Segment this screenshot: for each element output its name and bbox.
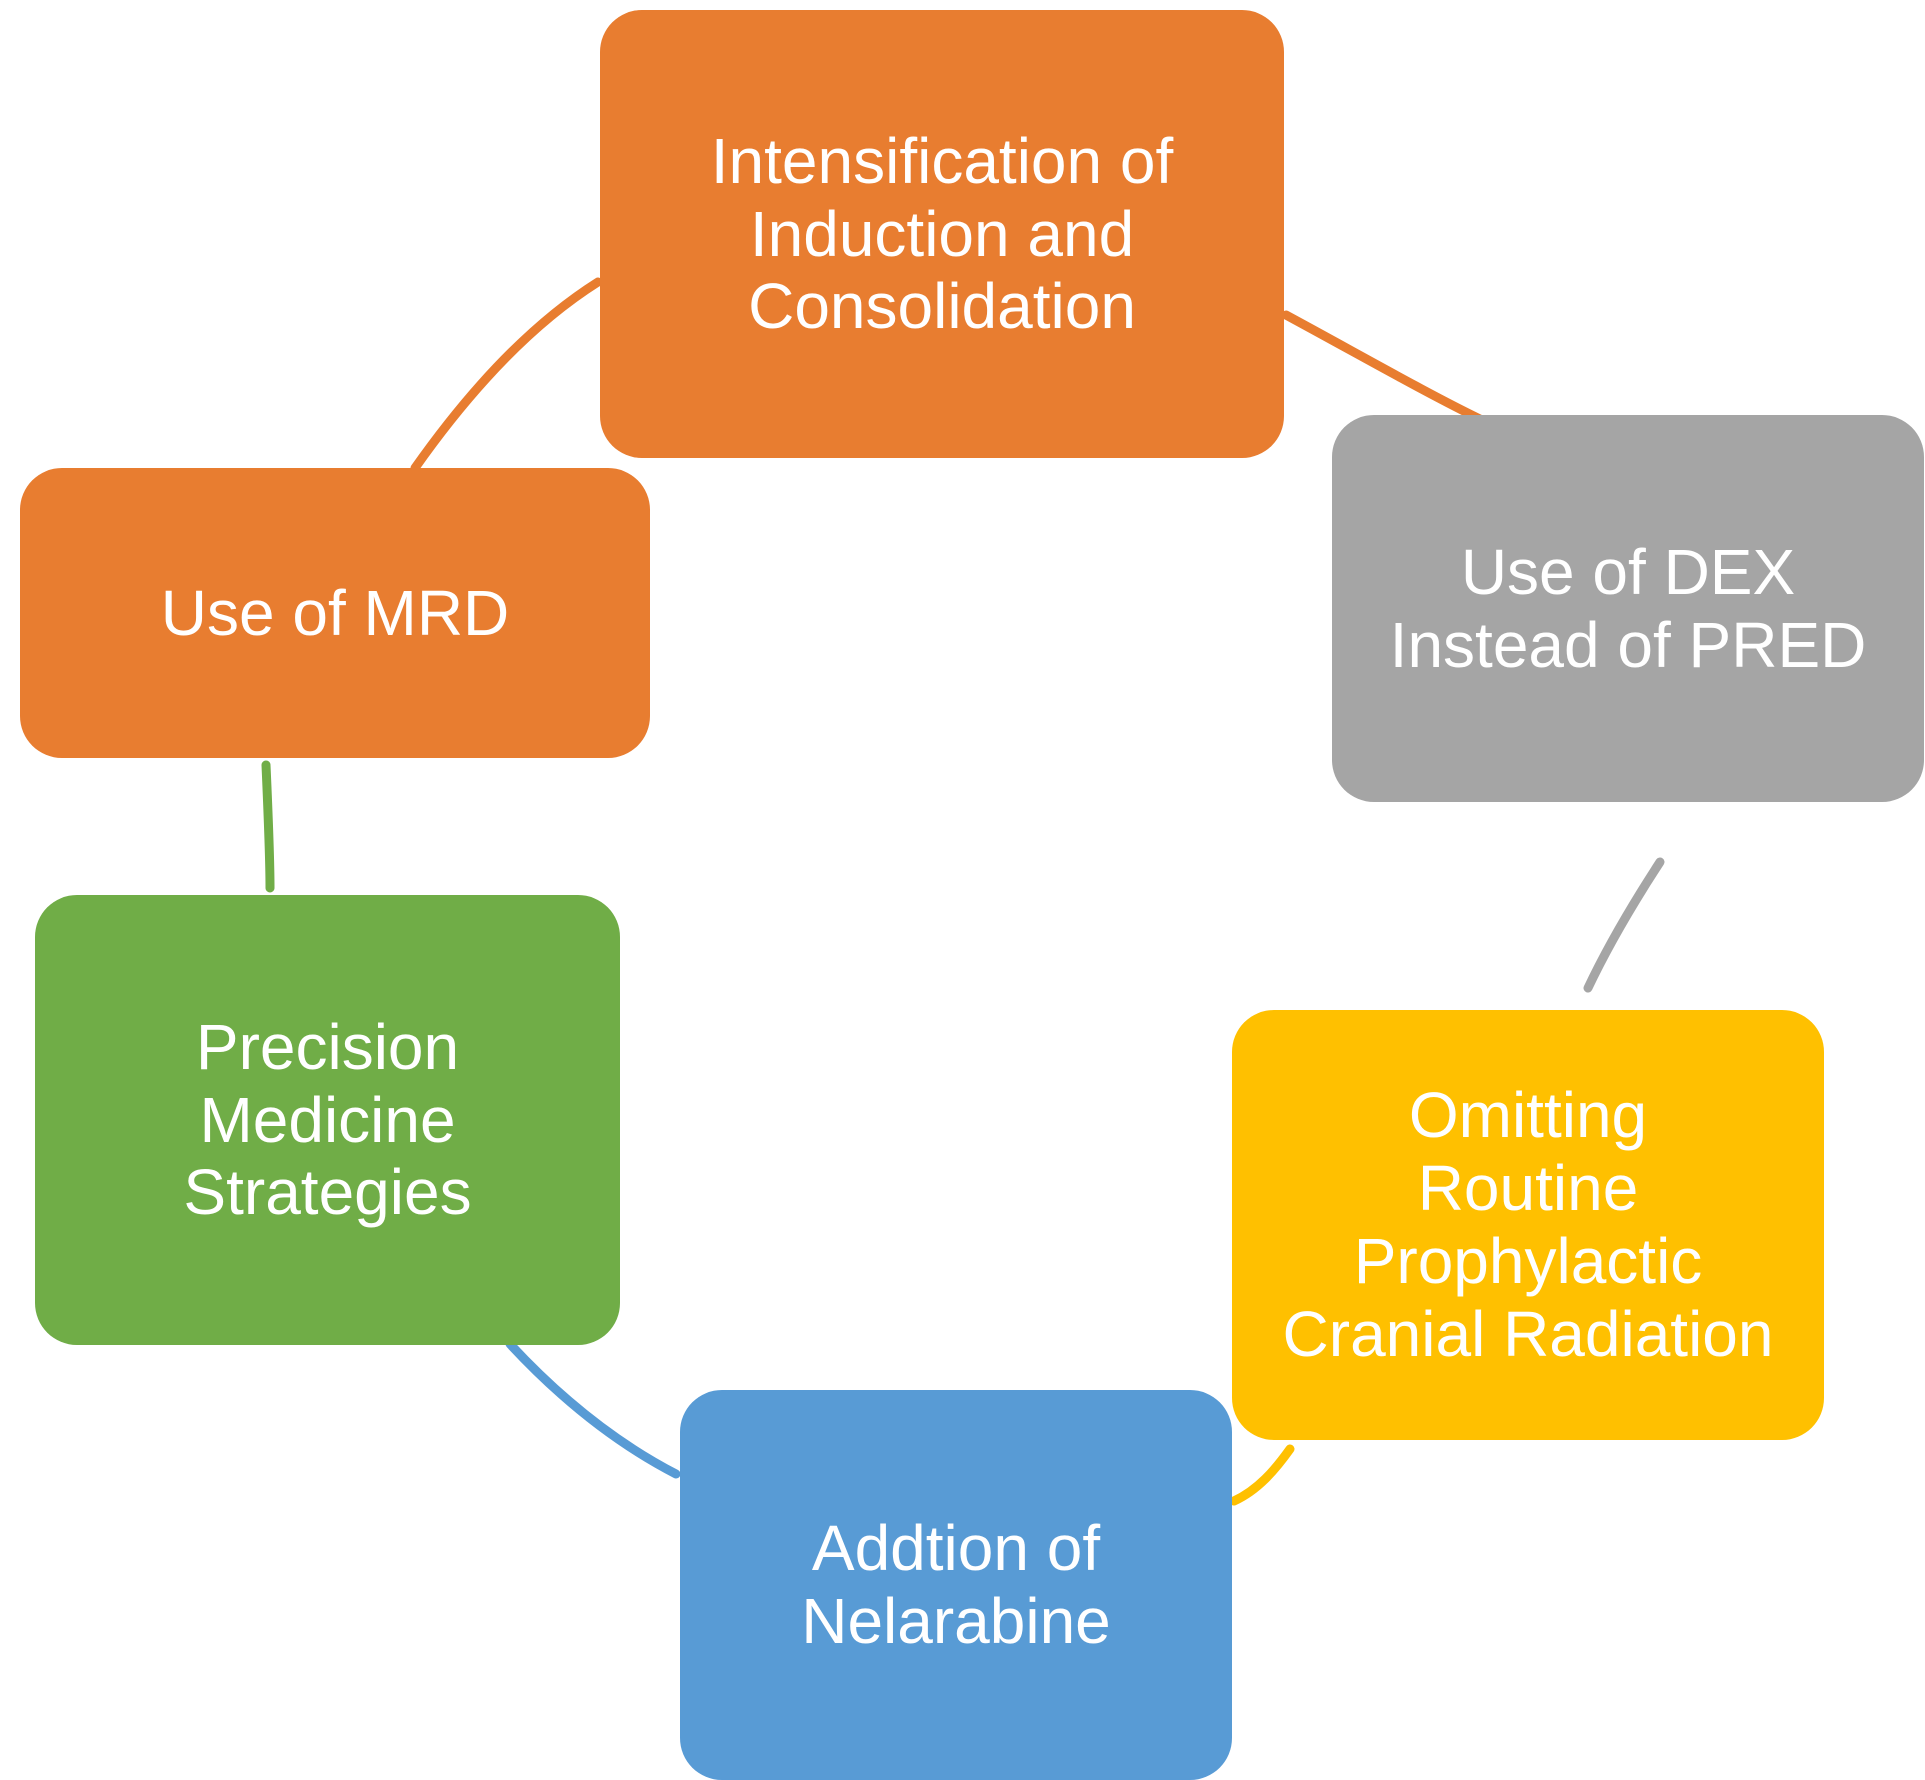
node-label: Omitting Routine Prophylactic Cranial Ra… [1282, 1079, 1774, 1370]
connector-nelarabine-to-precision [505, 1339, 681, 1479]
node-intensification-of-induction-and-consolidation[interactable]: Intensification of Induction and Consoli… [600, 10, 1284, 458]
connector-dex-to-omitting [1583, 857, 1665, 993]
node-precision-medicine-strategies[interactable]: Precision Medicine Strategies [35, 895, 620, 1345]
node-use-of-dex-instead-of-pred[interactable]: Use of DEX Instead of PRED [1332, 415, 1924, 802]
node-addtion-of-nelarabine[interactable]: Addtion of Nelarabine [680, 1390, 1232, 1780]
connector-intensification-to-dex [1281, 310, 1487, 425]
node-label: Precision Medicine Strategies [183, 1010, 472, 1229]
connector-omitting-to-nelarabine [1229, 1444, 1295, 1506]
node-label: Intensification of Induction and Consoli… [710, 124, 1174, 343]
node-label: Use of DEX Instead of PRED [1389, 535, 1867, 681]
connector-mrd-to-intensification [410, 277, 603, 473]
connector-precision-to-mrd [261, 760, 275, 893]
node-label: Addtion of Nelarabine [801, 1512, 1111, 1657]
node-omitting-routine-prophylactic-cranial-radiation[interactable]: Omitting Routine Prophylactic Cranial Ra… [1232, 1010, 1824, 1440]
node-use-of-mrd[interactable]: Use of MRD [20, 468, 650, 758]
node-label: Use of MRD [160, 576, 510, 649]
